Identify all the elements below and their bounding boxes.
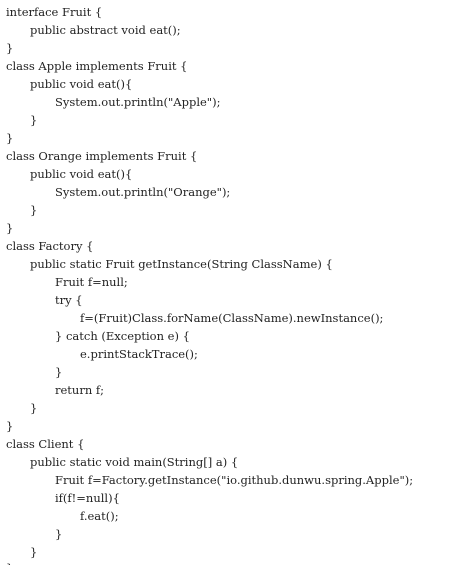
code-line: class Orange implements Fruit { [6,149,198,163]
code-line: if(f!=null){ [55,491,120,505]
code-line: } [6,41,14,55]
code-line: f.eat(); [80,509,119,523]
code-line: public void eat(){ [30,77,133,91]
code-line: class Apple implements Fruit { [6,59,188,73]
code-line: } [30,545,38,559]
code-line: } [0,559,13,565]
code-line: } [55,527,63,541]
code-line: try { [55,293,83,307]
code-line: } [30,401,38,415]
code-line: } [6,221,14,235]
code-line: } [55,365,63,379]
code-line: class Client { [6,437,85,451]
code-line: Fruit f=null; [55,275,128,289]
code-line: public static Fruit getInstance(String C… [30,257,333,271]
code-line: Fruit f=Factory.getInstance("io.github.d… [55,473,414,487]
code-line: public void eat(){ [30,167,133,181]
code-line: return f; [55,383,105,397]
code-line: } catch (Exception e) { [55,329,190,343]
code-line: } [6,131,14,145]
code-line: } [30,113,38,127]
code-line: interface Fruit { [6,5,103,19]
code-line: class Factory { [6,239,94,253]
code-line: System.out.println("Orange"); [55,185,231,199]
code-line: } [30,203,38,217]
code-line: e.printStackTrace(); [80,347,198,361]
code-line: f=(Fruit)Class.forName(ClassName).newIns… [80,311,384,325]
code-line: } [6,419,14,433]
code-line: public static void main(String[] a) { [30,455,239,469]
code-line: public abstract void eat(); [30,23,181,37]
code-line: System.out.println("Apple"); [55,95,221,109]
